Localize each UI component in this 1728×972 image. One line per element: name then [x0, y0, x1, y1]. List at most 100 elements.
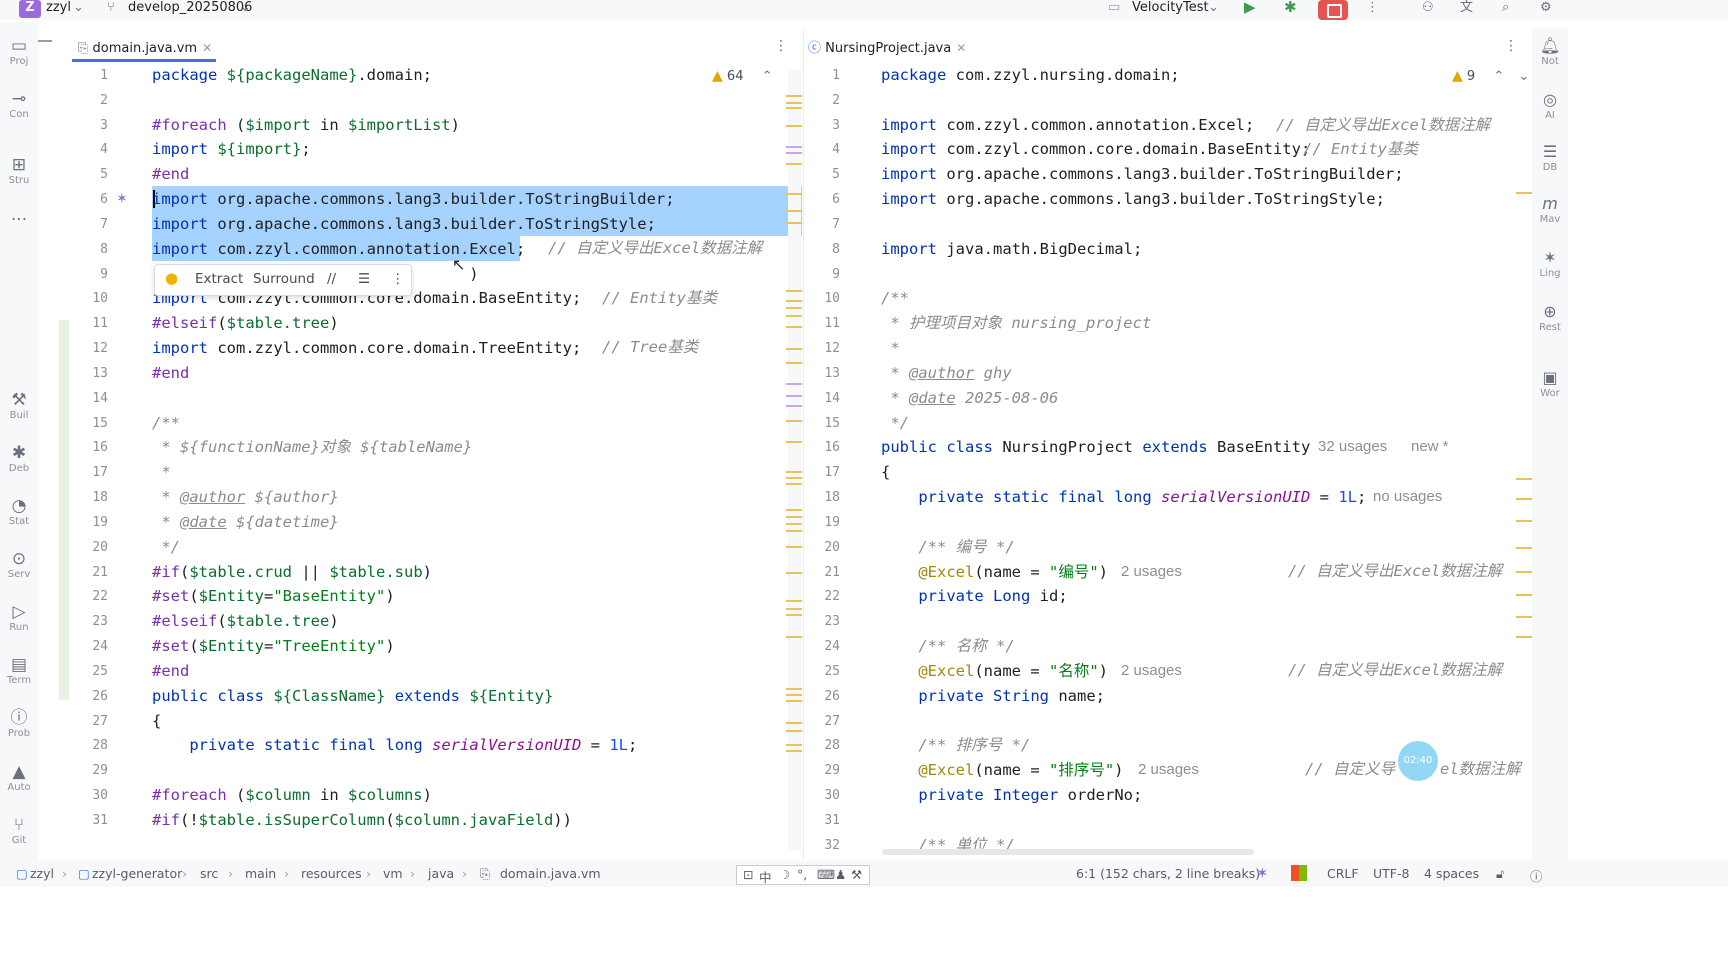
line-number[interactable]: 23	[824, 614, 840, 630]
code-line[interactable]: import org.apache.commons.lang3.builder.…	[152, 190, 675, 209]
line-number[interactable]: 2	[100, 92, 108, 108]
scroll-marker[interactable]	[786, 300, 802, 302]
scroll-marker[interactable]	[786, 636, 802, 638]
chevron-down-icon[interactable]: ⌄	[1208, 0, 1219, 15]
line-number[interactable]: 30	[824, 788, 840, 804]
line-number[interactable]: 31	[92, 812, 108, 828]
line-number[interactable]: 26	[824, 688, 840, 704]
stop-button[interactable]	[1318, 0, 1348, 20]
code-line[interactable]: * 护理项目对象 nursing_project	[881, 314, 1152, 333]
code-line[interactable]: import com.zzyl.common.core.domain.TreeE…	[152, 339, 582, 358]
caret-position[interactable]: 6:1 (152 chars, 2 line breaks)	[1076, 866, 1261, 881]
line-number[interactable]: 2	[832, 92, 840, 108]
breadcrumb-item[interactable]: src	[200, 866, 219, 881]
scroll-marker[interactable]	[786, 125, 802, 127]
code-line[interactable]: #set($Entity="TreeEntity")	[152, 637, 395, 656]
code-line[interactable]: public class NursingProject extends Base…	[881, 438, 1311, 457]
line-number[interactable]: 8	[832, 241, 840, 257]
breadcrumb-item[interactable]: java	[428, 866, 455, 881]
code-line[interactable]: */	[152, 537, 180, 556]
code-line[interactable]: {	[152, 711, 162, 730]
scroll-marker[interactable]	[786, 614, 802, 616]
code-line[interactable]: public class ${ClassName} extends ${Enti…	[152, 686, 554, 705]
scroll-marker[interactable]	[786, 471, 802, 473]
scroll-marker[interactable]	[786, 516, 802, 518]
code-line[interactable]: import ${import};	[152, 140, 311, 159]
line-separator[interactable]: CRLF	[1327, 866, 1359, 881]
tool-auto[interactable]: ▲Auto	[0, 762, 38, 794]
line-number[interactable]: 21	[92, 564, 108, 580]
code-line[interactable]: {	[881, 463, 891, 482]
line-number[interactable]: 32	[824, 837, 840, 853]
chevron-down-icon[interactable]: ⌄	[1518, 69, 1530, 84]
tool-commit[interactable]: ⊸Con	[0, 89, 38, 121]
tool-notifications[interactable]: 🔔︎Not	[1532, 36, 1568, 68]
tool-build[interactable]: ⚒Buil	[0, 390, 38, 422]
line-number[interactable]: 9	[100, 266, 108, 282]
line-number[interactable]: 3	[100, 117, 108, 133]
scroll-marker[interactable]	[786, 405, 802, 407]
more-icon[interactable]: ⋮	[1366, 0, 1379, 15]
ime-toolbar[interactable]: ⊡ 中 ☽ °, ⌨ ♟ ⚒	[736, 865, 870, 885]
code-line[interactable]: *	[881, 339, 900, 358]
line-number[interactable]: 20	[824, 539, 840, 555]
project-badge[interactable]: Z	[19, 0, 41, 18]
line-number[interactable]: 5	[832, 167, 840, 183]
line-number[interactable]: 16	[92, 440, 108, 456]
code-line[interactable]: #if(!$table.isSuperColumn($column.javaFi…	[152, 810, 572, 829]
scroll-marker[interactable]	[1516, 547, 1532, 549]
format-icon[interactable]: ☰	[358, 271, 371, 287]
line-number[interactable]: 19	[92, 514, 108, 530]
scroll-marker[interactable]	[786, 477, 802, 479]
scroll-marker[interactable]	[786, 326, 802, 328]
code-line[interactable]: import java.math.BigDecimal;	[881, 239, 1143, 258]
tool-more[interactable]: ...	[0, 205, 38, 225]
line-number[interactable]: 5	[100, 167, 108, 183]
line-number[interactable]: 23	[92, 614, 108, 630]
scroll-marker[interactable]	[786, 530, 802, 532]
code-line[interactable]: /** 编号 */	[881, 537, 1015, 556]
close-icon[interactable]: ✕	[202, 41, 213, 55]
debug-icon[interactable]: ✱	[1284, 0, 1297, 16]
line-number[interactable]: 30	[92, 788, 108, 804]
code-line[interactable]: import com.zzyl.common.annotation.Excel;	[152, 239, 526, 258]
ime-mode[interactable]: 中	[759, 870, 772, 885]
line-number[interactable]: 25	[92, 663, 108, 679]
scroll-marker[interactable]	[786, 546, 802, 548]
project-name[interactable]: zzyl	[46, 0, 71, 15]
code-line[interactable]: private static final long serialVersionU…	[189, 736, 638, 755]
translate-icon[interactable]: 文	[1460, 0, 1474, 15]
left-scrollbar[interactable]	[788, 70, 801, 850]
scroll-marker[interactable]	[786, 383, 802, 385]
line-number[interactable]: 1	[832, 68, 840, 83]
tool-structure[interactable]: ⊞Stru	[0, 155, 38, 187]
surround-button[interactable]: Surround	[253, 271, 315, 287]
code-line[interactable]: #end	[152, 363, 190, 382]
line-number[interactable]: 29	[824, 763, 840, 779]
horizontal-scrollbar[interactable]	[882, 849, 1254, 855]
file-encoding[interactable]: UTF-8	[1373, 866, 1410, 881]
scroll-marker[interactable]	[1516, 520, 1532, 522]
line-number[interactable]: 8	[100, 241, 108, 257]
more-icon[interactable]: ⋮	[1504, 38, 1518, 54]
branch-name[interactable]: develop_20250806	[128, 0, 253, 15]
more-icon[interactable]: ⋮	[774, 38, 788, 54]
scroll-marker[interactable]	[1516, 636, 1532, 638]
line-number[interactable]: 28	[824, 738, 840, 754]
lingma-status-icon[interactable]: ✶	[1256, 864, 1269, 882]
code-line[interactable]: import org.apache.commons.lang3.builder.…	[881, 165, 1404, 184]
scroll-marker[interactable]	[786, 730, 802, 732]
scroll-marker[interactable]	[786, 600, 802, 602]
code-line[interactable]: *	[152, 463, 171, 482]
tool-ai[interactable]: ◎AI	[1532, 90, 1568, 122]
code-line[interactable]: package com.zzyl.nursing.domain;	[881, 66, 1180, 84]
scroll-marker[interactable]	[1516, 571, 1532, 573]
chevron-up-icon[interactable]: ⌃	[1493, 69, 1505, 84]
code-line[interactable]: * ${functionName}对象 ${tableName}	[152, 438, 473, 457]
line-number[interactable]: 12	[824, 341, 840, 357]
code-line[interactable]: private Integer orderNo;	[918, 786, 1143, 805]
code-line[interactable]: #foreach ($column in $columns)	[152, 786, 432, 805]
scroll-marker[interactable]	[786, 222, 802, 224]
add-user-icon[interactable]: ⚇	[1422, 0, 1434, 15]
